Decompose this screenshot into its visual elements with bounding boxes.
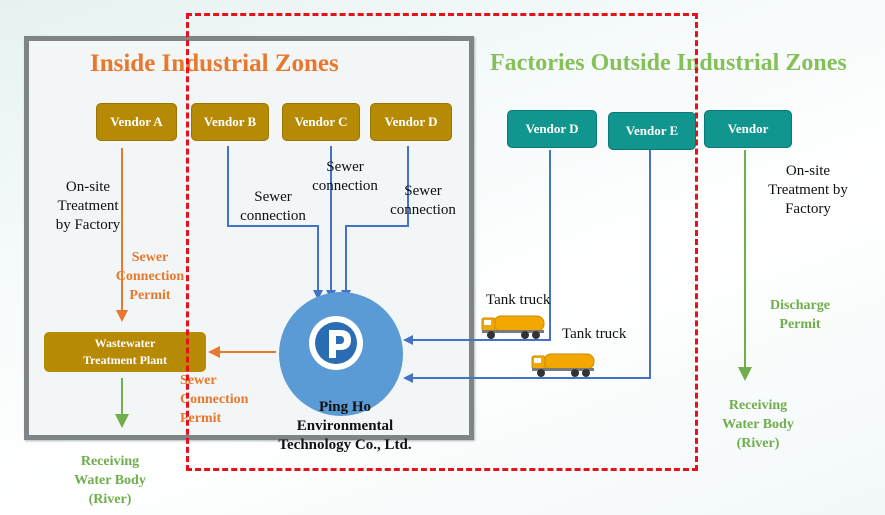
- vendor-d-inside-box: Vendor D: [370, 103, 452, 141]
- vendor-d-outside-box: Vendor D: [507, 110, 597, 148]
- sewer-arrow-vendor-b: [227, 146, 323, 300]
- vendor-b-box: Vendor B: [191, 103, 269, 141]
- service-scope-dashed-box: [186, 13, 698, 471]
- vendor-generic-box: Vendor: [704, 110, 792, 148]
- tank-truck-icon: [481, 315, 545, 339]
- tank-truck-label-2: Tank truck: [562, 326, 627, 342]
- sewer-arrow-vendor-d: [341, 146, 409, 300]
- inside-zones-title: Inside Industrial Zones: [90, 50, 339, 77]
- ping-ho-logo-icon: [309, 316, 363, 370]
- tank-truck-label-1: Tank truck: [486, 292, 551, 308]
- vendor-a-box: Vendor A: [96, 103, 177, 141]
- truck-arrow-vendor-d: [403, 150, 551, 345]
- truck-arrow-vendor-e: [403, 150, 651, 383]
- vendor-c-box: Vendor C: [282, 103, 360, 141]
- outside-zones-title: Factories Outside Industrial Zones: [490, 50, 847, 76]
- tank-truck-icon: [531, 353, 595, 377]
